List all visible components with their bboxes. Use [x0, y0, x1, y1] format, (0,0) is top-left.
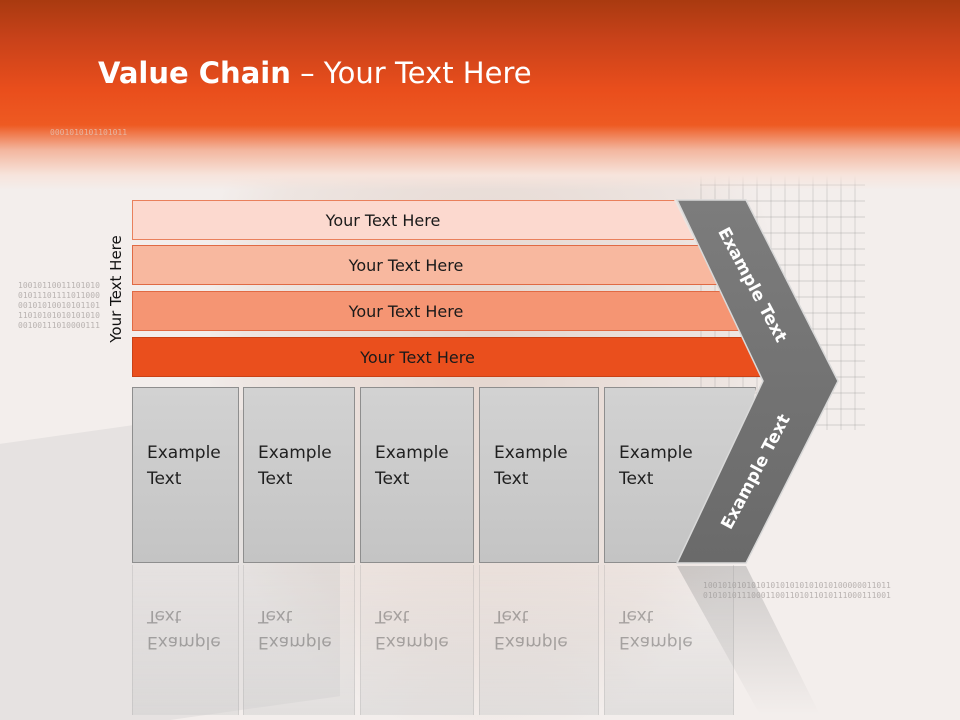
- column-2: Example Text: [243, 387, 355, 563]
- bar-2-label: Your Text Here: [348, 255, 464, 275]
- header-band: [0, 0, 960, 190]
- column-4-line2: Text: [494, 469, 529, 489]
- column-3-line1: Example: [375, 443, 449, 463]
- title-rest: – Your Text Here: [290, 56, 532, 90]
- column-5-line2: Text: [619, 469, 654, 489]
- column-1: Example Text: [132, 387, 239, 563]
- column-2-line1: Example: [258, 443, 332, 463]
- bar-3-label: Your Text Here: [348, 301, 464, 321]
- column-3: Example Text: [360, 387, 474, 563]
- bar-4-label: Your Text Here: [360, 347, 475, 367]
- slide-title: Value Chain – Your Text Here: [98, 56, 532, 90]
- column-4-line1: Example: [494, 443, 568, 463]
- binary-text-left: 10010110011101010 01011101111011000 0010…: [18, 281, 100, 330]
- bar-1: Your Text Here: [132, 200, 694, 240]
- chevron-reflection: [677, 566, 820, 715]
- column-2-line2: Text: [258, 469, 293, 489]
- column-5-line1: Example: [619, 443, 693, 463]
- binary-text-top: 0001010101101011: [50, 128, 128, 137]
- column-1-line1: Example: [147, 443, 221, 463]
- column-1-line2: Text: [147, 469, 182, 489]
- bar-1-label: Your Text Here: [325, 210, 441, 230]
- bar-4: Your Text Here: [132, 337, 763, 377]
- bar-3: Your Text Here: [132, 291, 740, 331]
- column-4: Example Text: [479, 387, 599, 563]
- title-bold: Value Chain: [98, 56, 291, 90]
- binary-text-right: 100101010101010101010101010100000011011 …: [703, 581, 891, 600]
- chevron-shape: [675, 199, 839, 564]
- column-3-line2: Text: [375, 469, 410, 489]
- bar-2: Your Text Here: [132, 245, 740, 285]
